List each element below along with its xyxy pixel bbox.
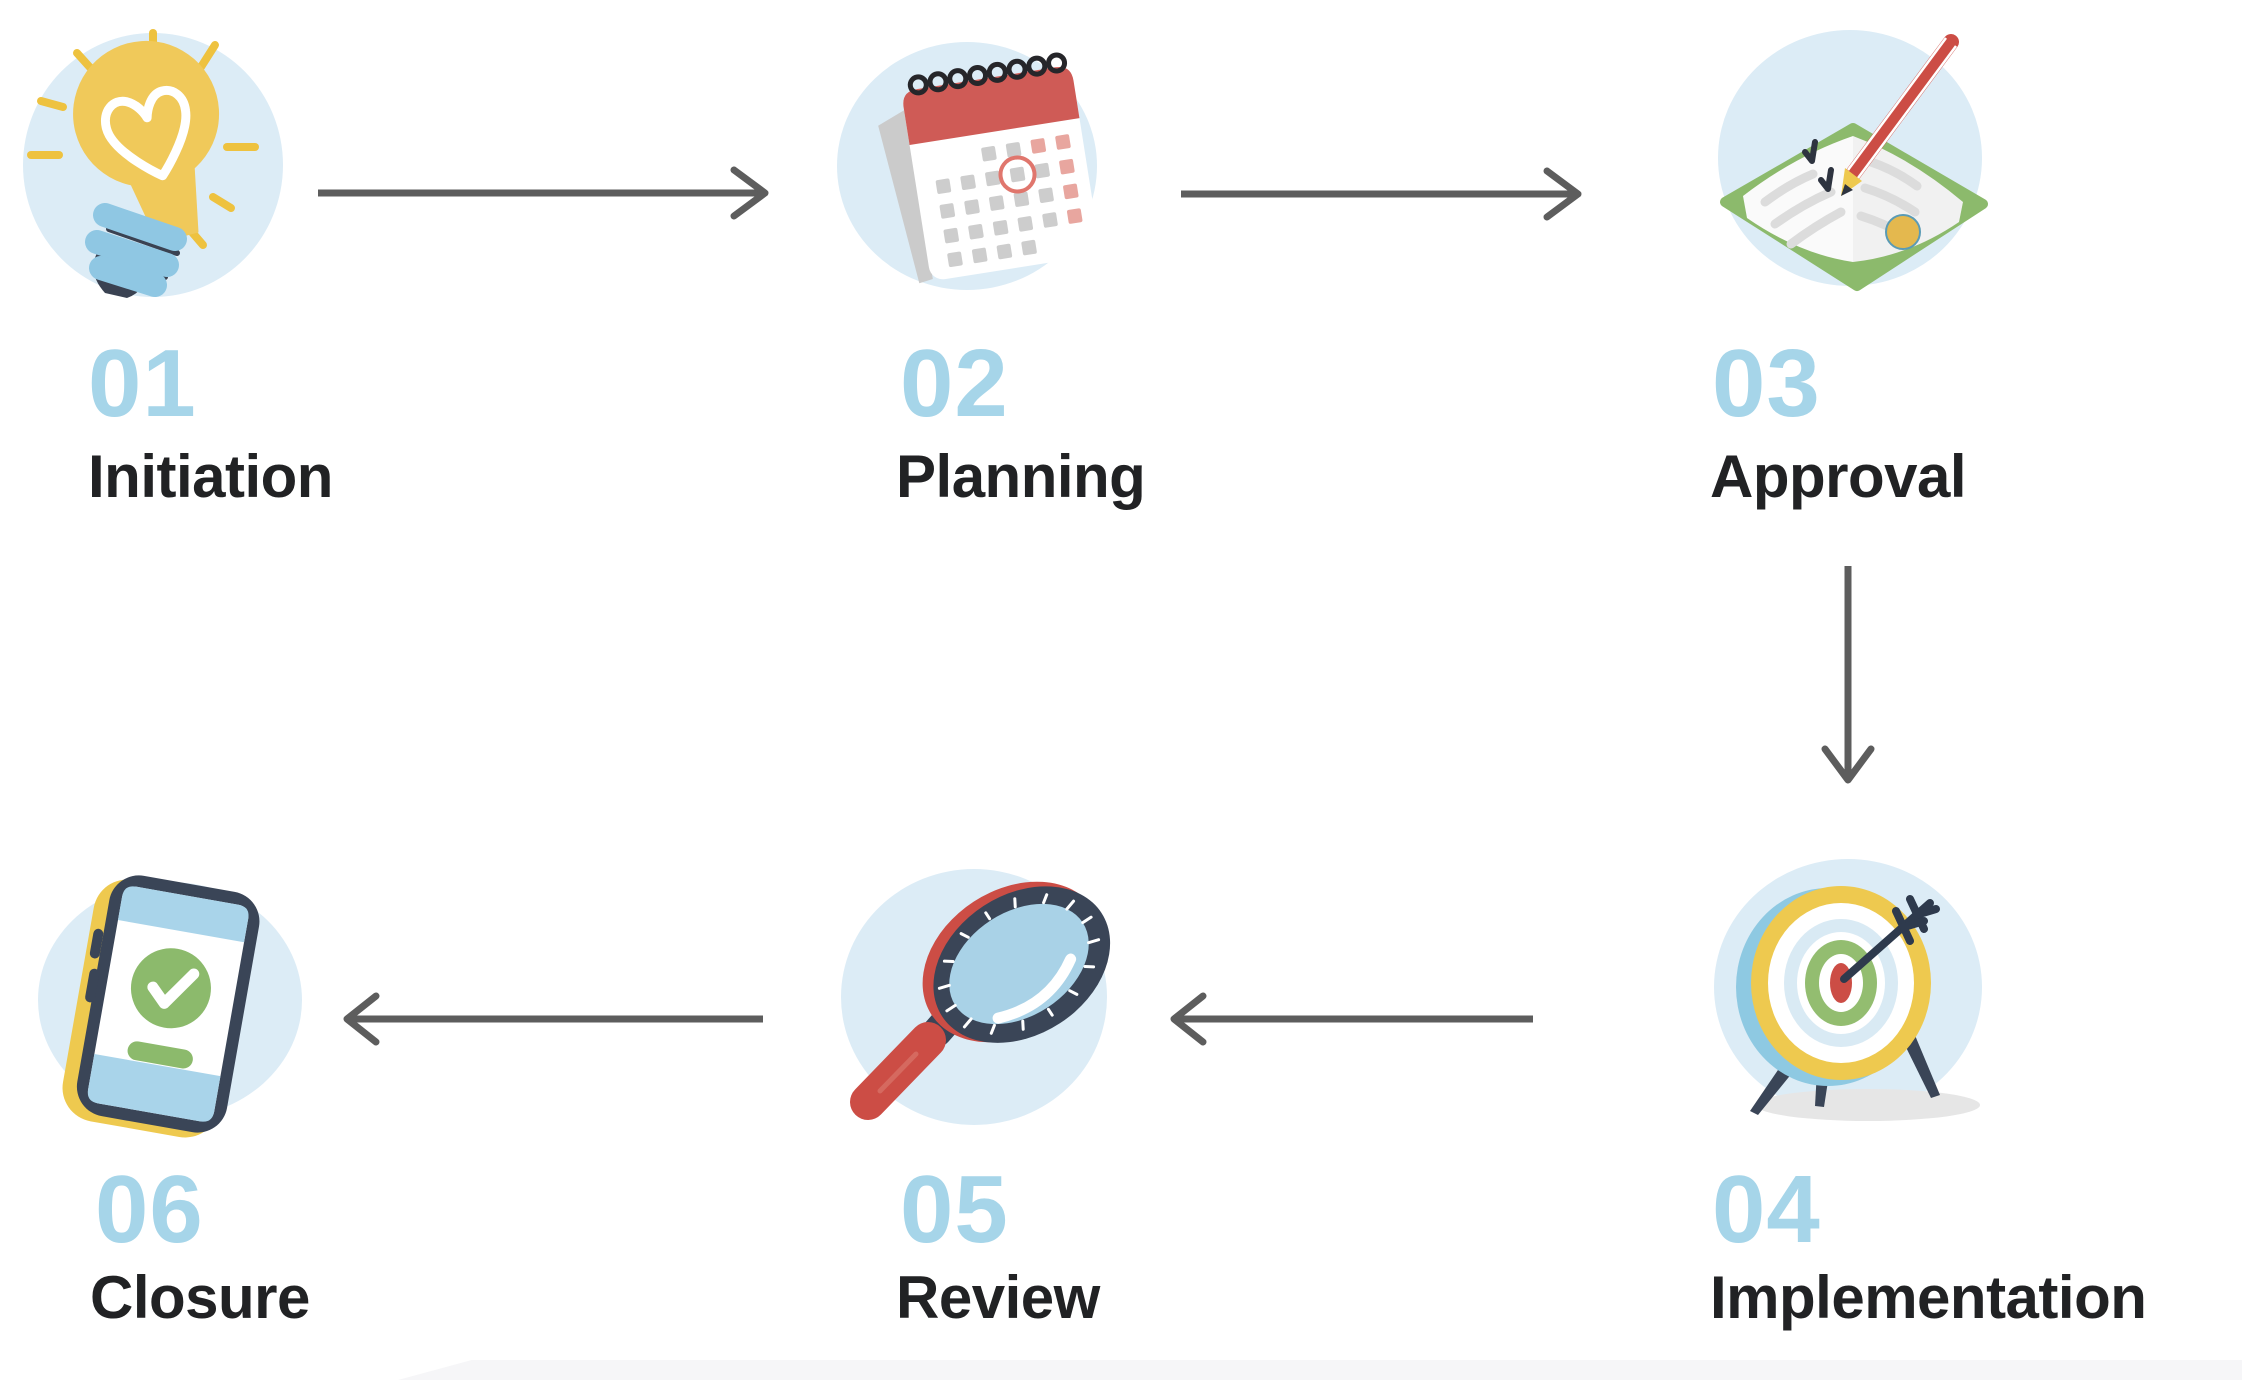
arrow-step5-to-step6	[343, 992, 763, 1046]
target-arrow-icon	[1714, 859, 1982, 1121]
arrow-step2-to-step3	[1181, 167, 1582, 221]
step-label-closure: Closure	[90, 1264, 310, 1331]
step-label-planning: Planning	[896, 443, 1146, 510]
step-number-6: 06	[95, 1156, 204, 1263]
step-label-approval: Approval	[1710, 443, 1967, 510]
arrow-step4-to-step5	[1170, 992, 1533, 1046]
step-label-review: Review	[896, 1264, 1100, 1331]
book-pencil-icon	[1718, 30, 1988, 291]
arrow-step3-to-step4	[1821, 566, 1875, 784]
magnifier-icon	[841, 869, 1111, 1125]
arrow-step1-to-step2	[318, 166, 769, 220]
lightbulb-idea-icon	[23, 29, 283, 298]
step-number-4: 04	[1712, 1156, 1821, 1263]
step-label-implementation: Implementation	[1710, 1264, 2147, 1331]
calendar-icon	[837, 42, 1100, 290]
footer-strip	[398, 1360, 2242, 1380]
step-number-5: 05	[900, 1156, 1009, 1263]
step-number-3: 03	[1712, 330, 1821, 437]
step-number-1: 01	[88, 330, 197, 437]
step-number-2: 02	[900, 330, 1009, 437]
step-label-initiation: Initiation	[88, 443, 333, 510]
phone-check-icon	[38, 875, 302, 1138]
